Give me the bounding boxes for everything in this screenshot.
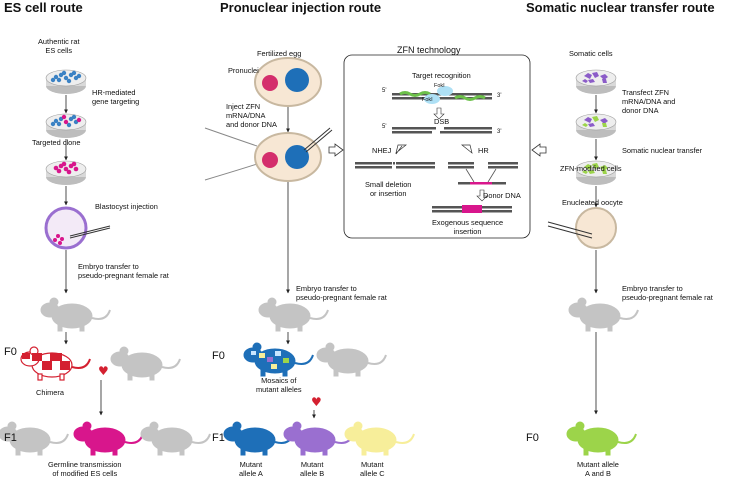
zfn-end5-a: 5' <box>382 88 387 94</box>
allele-c-rat <box>344 421 415 456</box>
pi-label-egg: Fertilized egg <box>257 49 302 58</box>
snt-label-oocyte: Enucleated oocyte <box>562 198 623 207</box>
pi-label-pronuclei: Pronuclei <box>228 66 259 75</box>
es-label-authentic: Authentic rat ES cells <box>38 37 80 55</box>
es-label-chimera: Chimera <box>36 388 64 397</box>
es-cells-dish <box>45 69 87 95</box>
chimera-rat <box>20 346 91 381</box>
es-wildtype-rat <box>110 346 181 381</box>
snt-label-mutant: Mutant allele A and B <box>577 460 619 478</box>
nhej-dna <box>355 161 435 170</box>
pi-label-embryo: Embryo transfer to pseudo-pregnant femal… <box>296 284 387 302</box>
zfn-dsb: DSB <box>434 117 450 126</box>
snt-label-somatic: Somatic cells <box>569 49 613 58</box>
es-f0-label: F0 <box>4 346 17 358</box>
heart-icon: ♥ <box>98 364 109 378</box>
enucleated-oocyte <box>547 207 617 249</box>
zfn-small-deletion: Small deletion or insertion <box>365 180 412 198</box>
zfn-right-arrow-icon <box>531 143 547 157</box>
zfn-foki-top: FokI <box>434 83 445 89</box>
snt-label-embryo: Embryo transfer to pseudo-pregnant femal… <box>622 284 713 302</box>
target-dna <box>392 86 492 104</box>
clone-dish <box>45 160 87 186</box>
zfn-left-arrow-icon <box>328 143 344 157</box>
snt-route-diagram <box>547 69 639 456</box>
snt-foster-rat <box>568 297 639 332</box>
hr-dna <box>448 161 518 185</box>
es-route-title: ES cell route <box>4 0 83 15</box>
es-label-clone: Targeted clone <box>32 138 81 147</box>
pi-label-allele-b: Mutant allele B <box>300 460 325 478</box>
zfn-technology-box <box>328 54 547 239</box>
somatic-dish <box>575 69 617 95</box>
snt-label-zfn-cells: ZFN-modified cells <box>560 164 622 173</box>
zfn-nhej: NHEJ <box>372 146 392 155</box>
pi-label-allele-c: Mutant allele C <box>360 460 385 478</box>
zfn-hr: HR <box>478 146 489 155</box>
pronuclear-route-diagram: ♥ <box>204 57 415 456</box>
injection-egg <box>204 127 333 182</box>
snt-route-title: Somatic nuclear transfer route <box>526 0 715 15</box>
es-f1-label: F1 <box>4 432 17 444</box>
pi-f1-label: F1 <box>212 432 225 444</box>
allele-b-rat <box>283 421 354 456</box>
pi-foster-rat <box>258 297 329 332</box>
allele-a-rat <box>223 421 294 456</box>
targeted-dish <box>45 113 87 139</box>
zfn-exogenous: Exogenous sequence insertion <box>432 218 504 236</box>
snt-label-transfect: Transfect ZFN mRNA/DNA and donor DNA <box>622 88 676 115</box>
pi-label-allele-a: Mutant allele A <box>239 460 263 478</box>
es-label-embryo: Embryo transfer to pseudo-pregnant femal… <box>78 262 169 280</box>
es-label-blastocyst: Blastocyst injection <box>95 202 158 211</box>
es-route-diagram: ♥ <box>0 69 211 456</box>
pi-label-inject: Inject ZFN mRNA/DNA and donor DNA <box>226 102 277 129</box>
zfn-end3-a: 3' <box>497 93 502 99</box>
snt-f0-label: F0 <box>526 432 539 444</box>
zfn-donor-dna: Donor DNA <box>483 191 521 200</box>
es-foster-rat <box>40 297 111 332</box>
f1-gray-rat-right <box>140 421 211 456</box>
pronuclear-route-title: Pronuclear injection route <box>220 0 382 15</box>
pi-label-mosaics: Mosaics of mutant alleles <box>256 376 302 394</box>
es-label-hr: HR-mediated gene targeting <box>92 88 140 106</box>
f1-pink-rat <box>73 421 144 456</box>
mosaic-rat <box>243 342 314 377</box>
snt-mutant-rat <box>566 421 637 456</box>
dsb-dna <box>392 127 492 134</box>
snt-label-nuclear-transfer: Somatic nuclear transfer <box>622 146 703 155</box>
heart-icon: ♥ <box>311 395 322 409</box>
zfn-end3-b: 3' <box>497 129 502 135</box>
exogenous-dna <box>432 205 512 213</box>
pi-wildtype-rat <box>316 342 387 377</box>
zfn-end5-b: 5' <box>382 124 387 130</box>
zfn-target-recognition: Target recognition <box>412 71 471 80</box>
es-label-germline: Germline transmission of modified ES cel… <box>48 460 122 478</box>
pi-f0-label: F0 <box>212 350 225 362</box>
zfn-foki-bottom: FokI <box>422 97 433 103</box>
blastocyst <box>44 206 111 250</box>
transfected-dish <box>575 113 617 139</box>
zfn-title: ZFN technology <box>397 45 461 55</box>
zfn-modified-dish <box>575 160 617 186</box>
